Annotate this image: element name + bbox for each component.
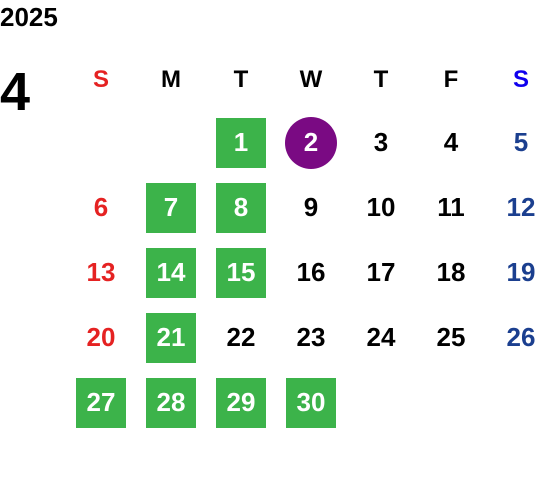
weekday-header-sat: S: [512, 66, 529, 93]
day-cell[interactable]: 10: [346, 175, 416, 240]
day-number: 28: [146, 377, 196, 428]
day-cell-highlighted[interactable]: 28: [136, 370, 206, 435]
year-label: 2025: [0, 2, 58, 32]
day-number: 19: [506, 257, 536, 287]
day-number: [356, 378, 406, 428]
day-cell[interactable]: 24: [346, 305, 416, 370]
day-number: 9: [303, 192, 319, 222]
day-cell: [486, 370, 548, 435]
weekday-header-tue: T: [233, 66, 249, 93]
day-number: 3: [373, 127, 389, 157]
day-number: 7: [146, 182, 196, 233]
day-number: 18: [436, 257, 466, 287]
day-number: 14: [146, 247, 196, 298]
day-number: 4: [443, 127, 459, 157]
day-number: 11: [437, 192, 465, 222]
weekday-header-mon: M: [161, 66, 181, 93]
day-cell[interactable]: 9: [276, 175, 346, 240]
day-cell: [346, 370, 416, 435]
day-cell-today[interactable]: 2: [276, 110, 346, 175]
weekday-header-thu: T: [373, 66, 389, 93]
day-number: 1: [216, 117, 266, 168]
day-number: 20: [86, 322, 116, 352]
day-number: 21: [146, 312, 196, 363]
day-number: 23: [296, 322, 326, 352]
day-cell-highlighted[interactable]: 7: [136, 175, 206, 240]
day-cell: [66, 110, 136, 175]
day-cell-highlighted[interactable]: 8: [206, 175, 276, 240]
calendar-grid: S M T W T F S 1 2 3 4 5 6 7 8 9 10 11 12…: [66, 50, 548, 435]
day-cell-highlighted[interactable]: 30: [276, 370, 346, 435]
day-number: 10: [366, 192, 396, 222]
day-number: 22: [226, 322, 256, 352]
day-cell[interactable]: 13: [66, 240, 136, 305]
day-cell[interactable]: 11: [416, 175, 486, 240]
day-number: 17: [366, 257, 396, 287]
weekday-header-fri: F: [443, 66, 459, 93]
day-cell[interactable]: 23: [276, 305, 346, 370]
day-number: 5: [513, 127, 529, 157]
day-number: [146, 118, 196, 168]
day-cell[interactable]: 3: [346, 110, 416, 175]
day-cell[interactable]: 6: [66, 175, 136, 240]
day-number: 6: [93, 192, 109, 222]
day-number: 12: [506, 192, 536, 222]
day-number: 16: [296, 257, 326, 287]
day-number: 13: [86, 257, 116, 287]
day-number: 26: [506, 322, 536, 352]
day-cell[interactable]: 5: [486, 110, 548, 175]
day-cell[interactable]: 19: [486, 240, 548, 305]
day-cell: [136, 110, 206, 175]
day-number: 30: [286, 377, 336, 428]
day-cell-highlighted[interactable]: 14: [136, 240, 206, 305]
day-cell[interactable]: 25: [416, 305, 486, 370]
day-cell[interactable]: 4: [416, 110, 486, 175]
day-number: 29: [216, 377, 266, 428]
day-cell[interactable]: 18: [416, 240, 486, 305]
day-cell-highlighted[interactable]: 1: [206, 110, 276, 175]
day-cell[interactable]: 17: [346, 240, 416, 305]
day-cell: [416, 370, 486, 435]
weekday-header-sun: S: [92, 66, 109, 93]
day-cell[interactable]: 26: [486, 305, 548, 370]
day-number: 8: [216, 182, 266, 233]
day-number: [76, 118, 126, 168]
day-number: [496, 378, 546, 428]
day-cell-highlighted[interactable]: 21: [136, 305, 206, 370]
day-number: 25: [436, 322, 466, 352]
day-number: 24: [366, 322, 396, 352]
day-cell[interactable]: 20: [66, 305, 136, 370]
month-label: 4: [0, 62, 31, 122]
day-cell[interactable]: 22: [206, 305, 276, 370]
day-cell[interactable]: 12: [486, 175, 548, 240]
day-number: 15: [216, 247, 266, 298]
day-cell[interactable]: 16: [276, 240, 346, 305]
weekday-header-wed: W: [299, 66, 323, 93]
day-cell-highlighted[interactable]: 15: [206, 240, 276, 305]
day-number: 27: [76, 377, 126, 428]
day-number: 2: [285, 116, 337, 169]
day-cell-highlighted[interactable]: 27: [66, 370, 136, 435]
day-cell-highlighted[interactable]: 29: [206, 370, 276, 435]
day-number: [426, 378, 476, 428]
